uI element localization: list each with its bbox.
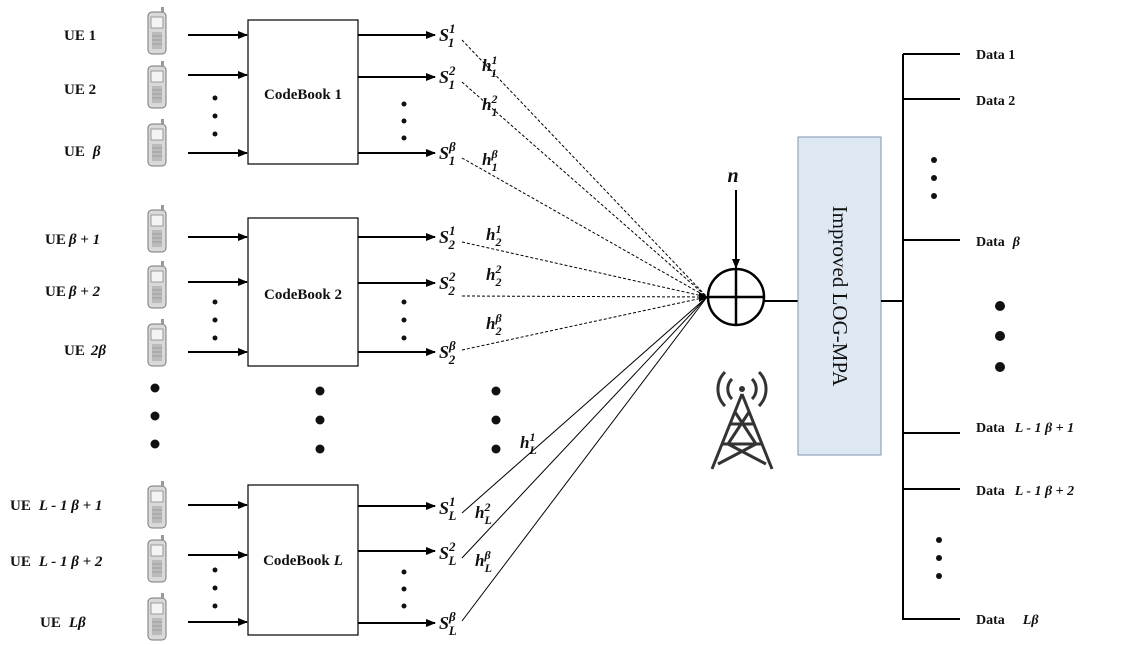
codebook-L-box	[247, 484, 359, 636]
mobile-phone-icon	[147, 204, 167, 253]
noise-label: n	[727, 165, 738, 187]
mobile-phone-icon	[147, 318, 167, 367]
group-ellipsis	[150, 383, 501, 454]
ue-label-1: UE 1	[64, 28, 96, 44]
mobile-phone-icon	[147, 480, 167, 529]
codebook-2-label: CodeBook 2	[264, 287, 342, 303]
decoder-label: Improved LOG-MPA	[828, 206, 852, 387]
base-station-tower-icon	[710, 370, 774, 470]
mobile-phone-icon	[147, 534, 167, 583]
channel-paths	[461, 39, 708, 622]
codebook-1-label: CodeBook 1	[264, 87, 342, 103]
mobile-phone-icon	[147, 118, 167, 167]
codebook-1-box	[247, 19, 359, 165]
data-output-2: Data 2	[976, 94, 1015, 109]
data-output-1: Data 1	[976, 48, 1015, 63]
ue-label-2: UE 2	[64, 82, 96, 98]
mobile-phone-icon	[147, 60, 167, 109]
codebook-2-box	[247, 217, 359, 367]
adder-block: n	[706, 165, 798, 327]
decoder-box	[797, 136, 882, 456]
output-bus	[881, 53, 1005, 620]
mobile-phone-icon	[147, 592, 167, 641]
mobile-phone-icon	[147, 260, 167, 309]
mobile-phone-icon	[147, 6, 167, 55]
